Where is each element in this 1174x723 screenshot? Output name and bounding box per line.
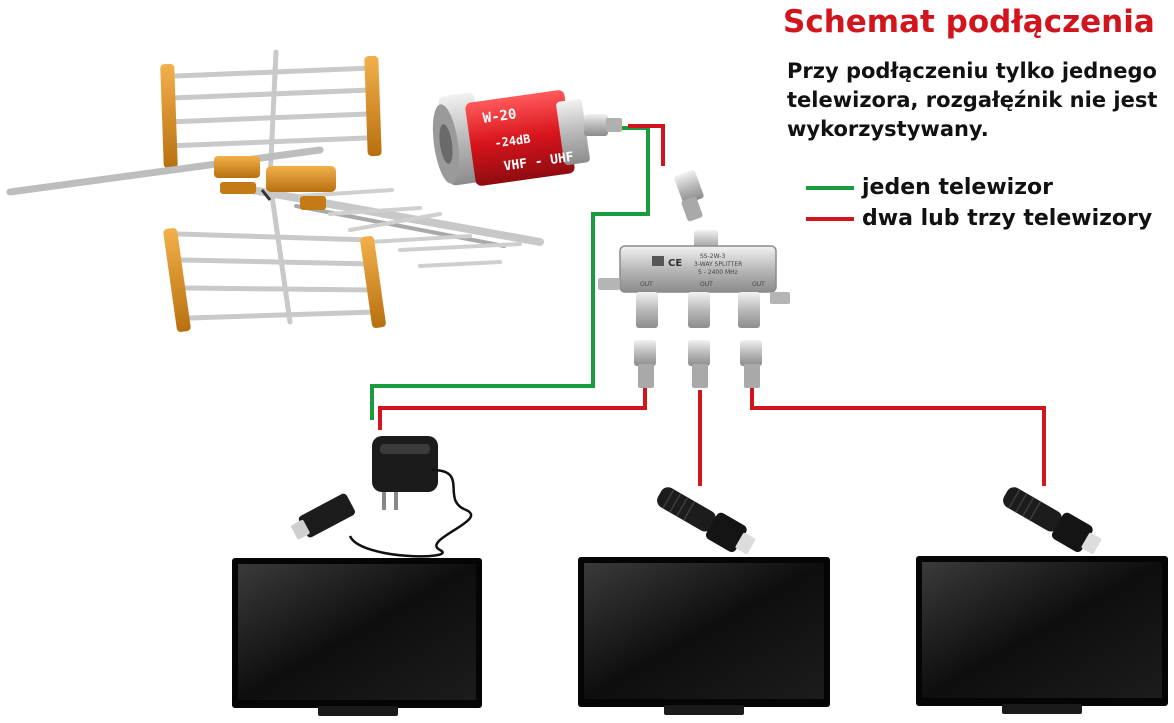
splitter-out-label-3: OUT bbox=[752, 281, 765, 288]
upper-reflector bbox=[166, 52, 372, 180]
splitter-out-label-2: OUT bbox=[700, 281, 713, 288]
usage-note-line-1: Przy podłączeniu tylko jednego bbox=[787, 57, 1157, 86]
legend-swatch-green bbox=[806, 186, 854, 190]
legend-label-one-tv: jeden telewizor bbox=[862, 175, 1053, 200]
legend-label-two-three-tv: dwa lub trzy telewizory bbox=[862, 206, 1152, 231]
usage-note-line-2: telewizora, rozgałęźnik nie jest bbox=[787, 86, 1157, 115]
f-connectors-outputs bbox=[634, 340, 762, 388]
diagram-title: Schemat podłączenia bbox=[783, 4, 1155, 40]
tv-3 bbox=[916, 556, 1168, 714]
legend-item-two-three-tv: dwa lub trzy telewizory bbox=[806, 206, 1152, 231]
splitter: CE SS-2W-3 3-WAY SPLITTER 5 - 2400 MHz O… bbox=[598, 230, 790, 328]
coax-plug-2 bbox=[652, 481, 759, 560]
splitter-label-3: 5 - 2400 MHz bbox=[698, 269, 738, 276]
power-supply bbox=[289, 436, 471, 556]
tv-1 bbox=[232, 558, 482, 716]
legend-item-one-tv: jeden telewizor bbox=[806, 175, 1053, 200]
f-connector-input bbox=[674, 169, 705, 222]
amplifier: W-20 -24dB VHF - UHF bbox=[429, 89, 622, 186]
coax-plug-3 bbox=[998, 481, 1105, 560]
amp-f-connector bbox=[584, 114, 622, 136]
legend-swatch-red bbox=[806, 217, 854, 221]
splitter-label-1: SS-2W-3 bbox=[700, 253, 725, 260]
svg-text:CE: CE bbox=[668, 258, 682, 269]
usage-note-line-3: wykorzystywany. bbox=[787, 115, 1157, 144]
splitter-label-2: 3-WAY SPLITTER bbox=[694, 261, 742, 268]
tv-2 bbox=[578, 557, 830, 715]
usage-note: Przy podłączeniu tylko jednego telewizor… bbox=[787, 57, 1157, 144]
splitter-out-label-1: OUT bbox=[640, 281, 653, 288]
